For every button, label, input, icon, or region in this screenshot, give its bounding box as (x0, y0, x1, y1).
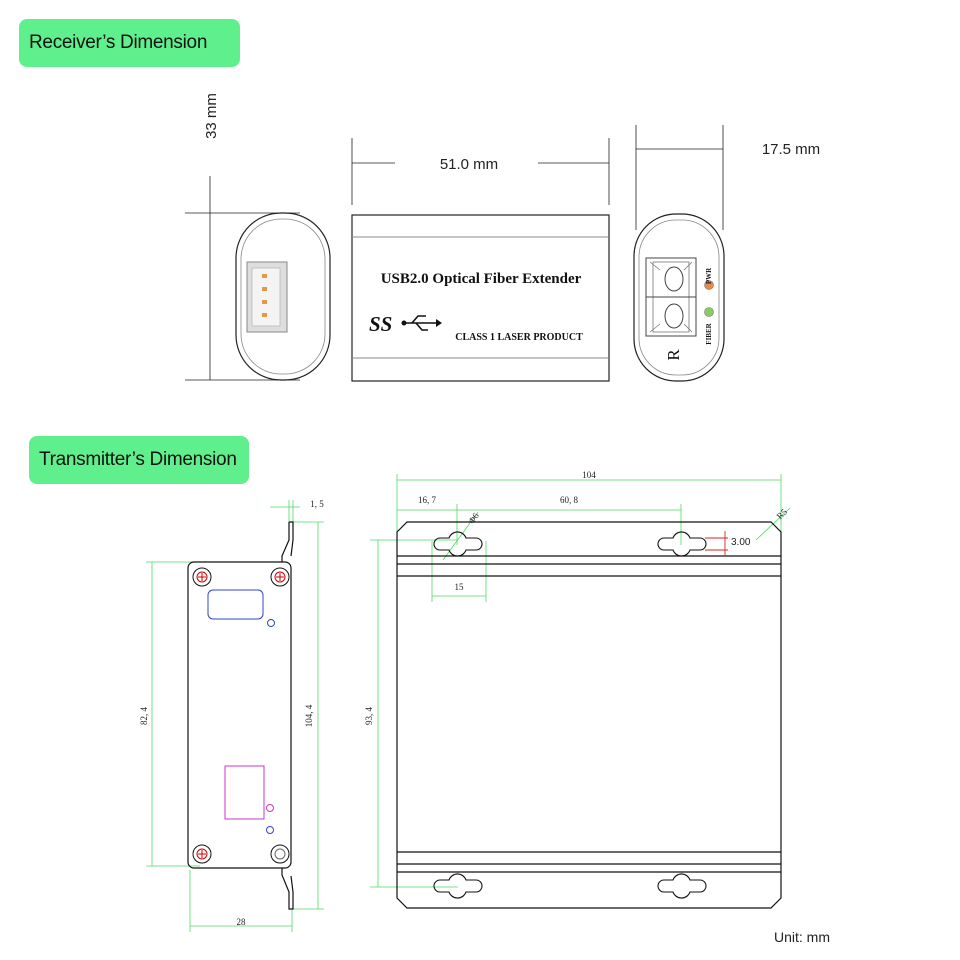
receiver-depth-label: 17.5 mm (762, 141, 820, 158)
flange-thickness-label: 1, 5 (310, 499, 324, 509)
side-width-label: 28 (237, 917, 247, 927)
pwr-led-label: PWR (705, 267, 713, 284)
transmitter-section-title: Transmitter’s Dimension (29, 436, 249, 484)
slot-width-label: 15 (455, 582, 465, 592)
slot-diameter-label: Φ6 (466, 510, 481, 525)
offset-left-label: 16, 7 (418, 495, 437, 505)
led-icon (267, 619, 275, 627)
fiber-port-outline (224, 765, 265, 820)
transmitter-side-view (146, 500, 324, 932)
usb-logo-text: SS (369, 312, 392, 336)
receiver-fiber-end (633, 213, 725, 382)
usb-port-outline (207, 589, 264, 620)
receiver-product-name: USB2.0 Optical Fiber Extender (381, 271, 582, 287)
receiver-usb-end (235, 212, 331, 381)
receiver-height-label: 33 mm (203, 93, 220, 139)
receiver-width-label: 51.0 mm (440, 156, 498, 173)
receiver-body (351, 214, 610, 382)
mounting-slot-icon (433, 531, 707, 899)
slot-height-label: 3.00 (731, 537, 751, 548)
outer-height-label: 104, 4 (304, 704, 314, 727)
led-icon (266, 804, 274, 812)
top-width-label: 104 (582, 470, 596, 480)
pwr-led-icon (704, 280, 714, 290)
fiber-led-label: FIBER (705, 322, 713, 344)
unit-label: Unit: mm (774, 929, 830, 945)
mount-height-label: 93, 4 (364, 707, 374, 726)
laser-class-label: CLASS 1 LASER PRODUCT (455, 332, 583, 343)
led-icon (266, 826, 274, 834)
usb-logo-icon (401, 315, 442, 331)
screw-icon (192, 567, 290, 864)
slot-spacing-label: 60, 8 (560, 495, 579, 505)
edge-radius-label: R5 (775, 506, 790, 521)
receiver-section-title: Receiver’s Dimension (19, 19, 240, 67)
inner-height-label: 82, 4 (139, 707, 149, 726)
receiver-drawing (185, 125, 725, 382)
fiber-led-icon (704, 307, 714, 317)
transmitter-top-view (370, 474, 791, 909)
receiver-side-mark: R (664, 349, 683, 361)
